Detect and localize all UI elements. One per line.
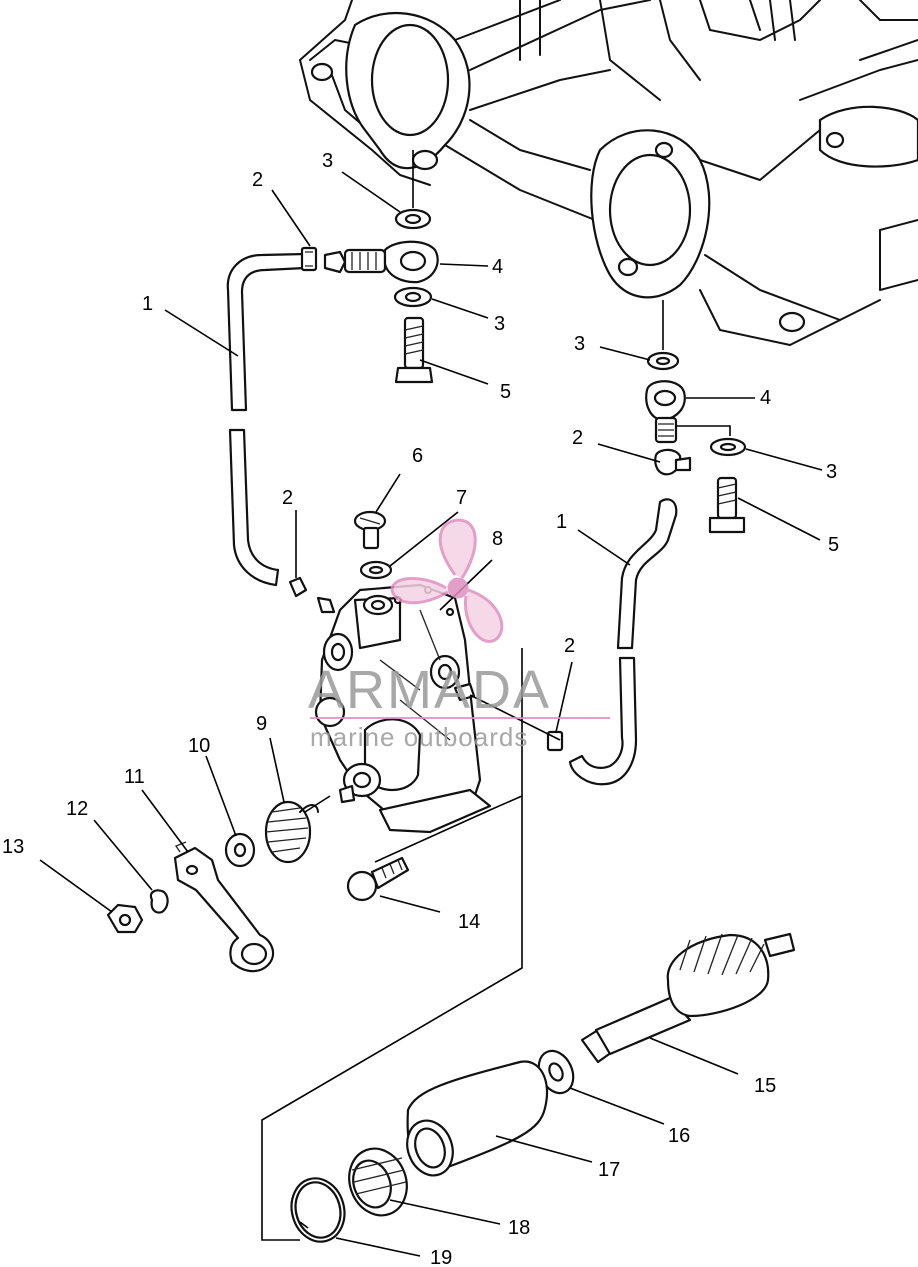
drive-gear-shaft-group (261, 648, 796, 1243)
callout-3-right-lower: 3 (826, 461, 837, 483)
callout-7: 7 (456, 487, 467, 509)
callout-3-top: 3 (322, 150, 333, 172)
callout-10: 10 (188, 735, 210, 757)
callout-3-right-upper: 3 (574, 333, 585, 355)
callout-4-right: 4 (760, 387, 771, 409)
brand-watermark: ARMADA marine outboards (308, 518, 610, 752)
right-oil-line-assembly (546, 300, 747, 786)
callout-leaders (39, 171, 823, 1257)
callout-labels: 1 1 2 2 2 2 3 3 3 3 4 4 5 5 6 7 8 9 10 1… (2, 150, 839, 1267)
callout-9: 9 (256, 713, 267, 735)
callout-1-left: 1 (142, 293, 153, 315)
callout-5-right: 5 (828, 534, 839, 556)
engine-crankcase (299, 0, 918, 346)
callout-18: 18 (508, 1217, 530, 1239)
watermark-tagline: marine outboards (310, 722, 528, 752)
callout-2-top: 2 (252, 169, 263, 191)
callout-8: 8 (492, 528, 503, 550)
callout-2-lower-right: 2 (564, 635, 575, 657)
callout-2-middle: 2 (282, 487, 293, 509)
callout-5-left: 5 (500, 381, 511, 403)
callout-6: 6 (412, 445, 423, 467)
pump-linkage (106, 795, 491, 973)
callout-15: 15 (754, 1075, 776, 1097)
callout-3-upper: 3 (494, 313, 505, 335)
propeller-logo-icon (390, 518, 504, 643)
callout-1-right: 1 (556, 511, 567, 533)
callout-13: 13 (2, 836, 24, 858)
callout-17: 17 (598, 1159, 620, 1181)
watermark-brand: ARMADA (308, 660, 551, 720)
left-oil-line-assembly (226, 150, 439, 614)
callout-11: 11 (124, 766, 145, 788)
callout-12: 12 (66, 798, 88, 820)
callout-2-right: 2 (572, 427, 583, 449)
callout-19: 19 (430, 1247, 452, 1267)
callout-14: 14 (458, 911, 480, 933)
callout-16: 16 (668, 1125, 690, 1147)
callout-4-left: 4 (492, 256, 503, 278)
